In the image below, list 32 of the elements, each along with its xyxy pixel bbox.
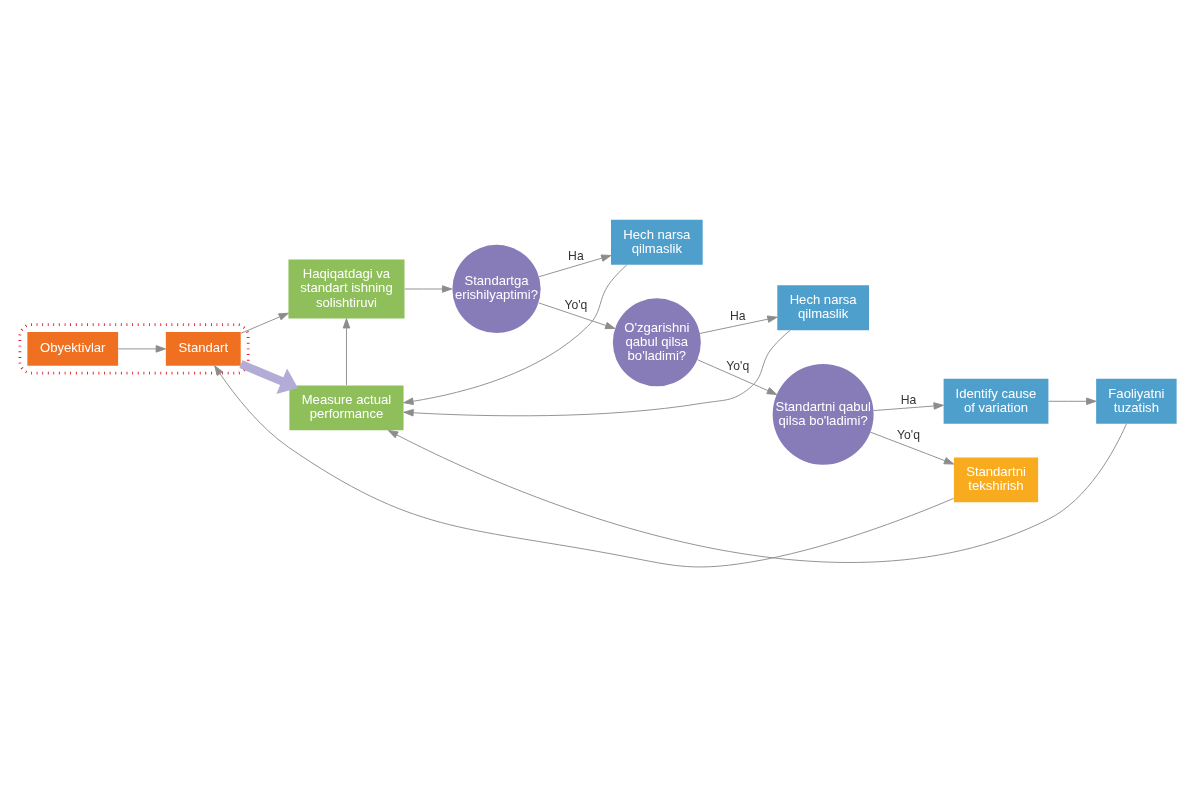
node-box: Identify cause of variation (943, 378, 1049, 424)
arrow (697, 359, 778, 395)
node-circle: Standartga erishilyaptimi? (452, 244, 541, 334)
arrow (1048, 397, 1097, 406)
edge-label: Ha (900, 392, 917, 407)
node-circle: Standartni qabul qilsa bo'ladimi? (772, 363, 874, 465)
edge-label: Ha (730, 309, 746, 324)
arrow (538, 302, 616, 330)
arrow (403, 329, 791, 417)
arrow (342, 318, 351, 386)
node-box: Faoliyatni tuzatish (1096, 378, 1177, 424)
arrow (699, 315, 778, 334)
arrow (387, 423, 1127, 563)
arrow (873, 402, 944, 412)
arrow (538, 254, 612, 278)
node-box: Standart (165, 332, 241, 366)
node-box: Standartni tekshirish (953, 457, 1039, 503)
node-box: Hech narsa qilmaslik (611, 219, 703, 265)
node-box: Measure actual performance (289, 385, 404, 431)
node-box: Hech narsa qilmaslik (777, 285, 869, 331)
edge-label: Ha (568, 249, 584, 264)
arrow (117, 345, 166, 353)
edge-label: Yo'q (897, 428, 920, 443)
edge-label: Yo'q (726, 358, 750, 373)
arrow (239, 360, 298, 394)
edge-label: Yo'q (564, 298, 588, 313)
arrow (869, 431, 955, 465)
arrow (403, 264, 628, 405)
node-box: Obyektivlar (27, 332, 119, 366)
node-box: Haqiqatdagi va standart ishning solishtiruvi (288, 259, 405, 319)
node-circle: O'zgarishni qabul qilsa bo'ladimi? (612, 298, 701, 387)
arrow (404, 285, 453, 293)
